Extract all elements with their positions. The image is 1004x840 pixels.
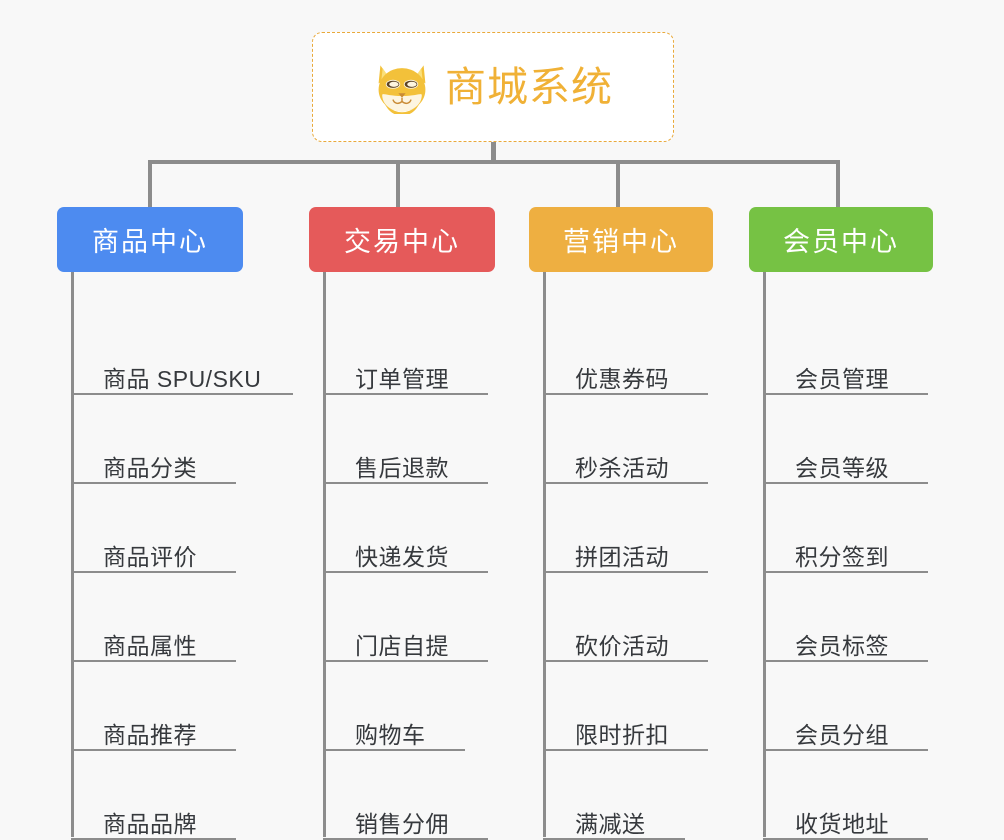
root-node-shop-system[interactable]: 商城系统 (312, 32, 674, 142)
list-item-label: 商品分类 (103, 454, 197, 481)
category-column-1: 商品中心 商品 SPU/SKU 商品分类 商品评价 商品属性 商品推荐 商品品牌 (57, 207, 313, 840)
list-item[interactable]: 商品推荐 (71, 703, 236, 751)
list-item[interactable]: 商品 SPU/SKU (71, 347, 293, 395)
list-item-label: 售后退款 (355, 454, 449, 481)
connector-drop-category-1 (148, 160, 152, 208)
list-item-label: 秒杀活动 (575, 454, 669, 481)
leaf-spine (763, 272, 766, 837)
connector-horizontal-bus (150, 160, 840, 164)
list-item[interactable]: 满减送 (543, 792, 685, 840)
list-item[interactable]: 商品分类 (71, 436, 236, 484)
list-item-label: 商品品牌 (103, 810, 197, 837)
connector-drop-category-2 (396, 160, 400, 208)
list-item-label: 会员管理 (795, 365, 889, 392)
category-header-4[interactable]: 会员中心 (749, 207, 933, 272)
root-title: 商城系统 (445, 63, 613, 110)
list-item-label: 商品属性 (103, 632, 197, 659)
leaf-list-3: 优惠券码 秒杀活动 拼团活动 砍价活动 限时折扣 满减送 (529, 272, 775, 840)
list-item-label: 商品 SPU/SKU (103, 365, 262, 392)
list-item[interactable]: 销售分佣 (323, 792, 488, 840)
leaf-spine (543, 272, 546, 837)
list-item[interactable]: 收货地址 (763, 792, 928, 840)
list-item[interactable]: 秒杀活动 (543, 436, 708, 484)
list-item[interactable]: 限时折扣 (543, 703, 708, 751)
list-item-label: 优惠券码 (575, 365, 669, 392)
list-item-label: 会员等级 (795, 454, 889, 481)
list-item-label: 会员分组 (795, 721, 889, 748)
list-item[interactable]: 砍价活动 (543, 614, 708, 662)
list-item[interactable]: 会员等级 (763, 436, 928, 484)
category-header-label: 营销中心 (563, 227, 679, 257)
category-header-1[interactable]: 商品中心 (57, 207, 243, 272)
list-item-label: 商品推荐 (103, 721, 197, 748)
list-item-label: 收货地址 (795, 810, 889, 837)
list-item-label: 积分签到 (795, 543, 889, 570)
category-header-label: 会员中心 (783, 227, 899, 257)
list-item[interactable]: 积分签到 (763, 525, 928, 573)
list-item[interactable]: 商品品牌 (71, 792, 236, 840)
list-item[interactable]: 会员管理 (763, 347, 928, 395)
leaf-list-2: 订单管理 售后退款 快递发货 门店自提 购物车 销售分佣 (309, 272, 555, 840)
list-item[interactable]: 售后退款 (323, 436, 488, 484)
list-item-label: 门店自提 (355, 632, 449, 659)
list-item-label: 订单管理 (355, 365, 449, 392)
list-item-label: 满减送 (575, 810, 646, 837)
list-item[interactable]: 商品属性 (71, 614, 236, 662)
category-header-label: 交易中心 (344, 227, 460, 257)
leaf-spine (71, 272, 74, 837)
category-column-4: 会员中心 会员管理 会员等级 积分签到 会员标签 会员分组 收货地址 (749, 207, 995, 840)
list-item-label: 砍价活动 (575, 632, 669, 659)
list-item[interactable]: 会员分组 (763, 703, 928, 751)
list-item[interactable]: 优惠券码 (543, 347, 708, 395)
list-item[interactable]: 快递发货 (323, 525, 488, 573)
leaf-list-4: 会员管理 会员等级 积分签到 会员标签 会员分组 收货地址 (749, 272, 995, 840)
list-item-label: 销售分佣 (355, 810, 449, 837)
list-item-label: 会员标签 (795, 632, 889, 659)
leaf-list-1: 商品 SPU/SKU 商品分类 商品评价 商品属性 商品推荐 商品品牌 (57, 272, 313, 840)
list-item-label: 限时折扣 (575, 721, 669, 748)
list-item[interactable]: 拼团活动 (543, 525, 708, 573)
list-item[interactable]: 购物车 (323, 703, 465, 751)
category-header-label: 商品中心 (92, 227, 208, 257)
list-item[interactable]: 门店自提 (323, 614, 488, 662)
connector-drop-category-3 (616, 160, 620, 208)
connector-root-stem (491, 142, 496, 163)
list-item-label: 购物车 (355, 721, 426, 748)
list-item-label: 拼团活动 (575, 543, 669, 570)
list-item-label: 商品评价 (103, 543, 197, 570)
category-column-3: 营销中心 优惠券码 秒杀活动 拼团活动 砍价活动 限时折扣 满减送 (529, 207, 775, 840)
list-item[interactable]: 商品评价 (71, 525, 236, 573)
category-header-3[interactable]: 营销中心 (529, 207, 713, 272)
list-item[interactable]: 会员标签 (763, 614, 928, 662)
connector-drop-category-4 (836, 160, 840, 208)
shiba-dog-face-icon (378, 65, 426, 114)
category-column-2: 交易中心 订单管理 售后退款 快递发货 门店自提 购物车 销售分佣 (309, 207, 555, 840)
leaf-spine (323, 272, 326, 837)
list-item-label: 快递发货 (355, 543, 449, 570)
list-item[interactable]: 订单管理 (323, 347, 488, 395)
category-header-2[interactable]: 交易中心 (309, 207, 495, 272)
